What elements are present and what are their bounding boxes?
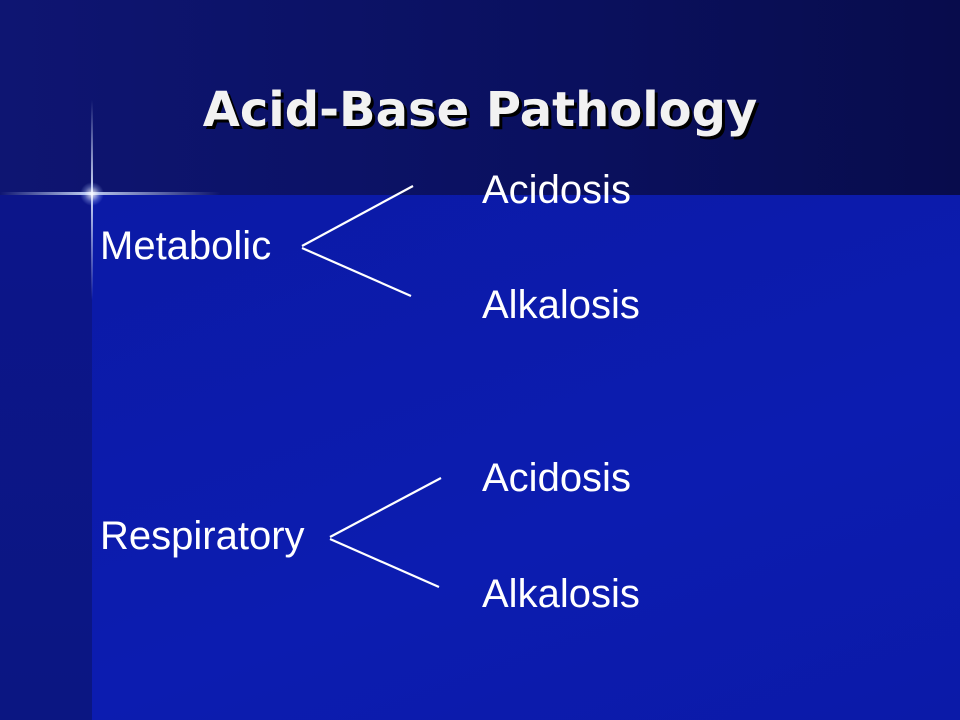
respiratory-alkalosis-label: Alkalosis <box>482 572 640 616</box>
background-left-band <box>0 195 92 720</box>
background-main-panel <box>92 195 960 720</box>
respiratory-acidosis-label: Acidosis <box>482 456 631 500</box>
metabolic-label: Metabolic <box>100 224 272 268</box>
metabolic-acidosis-connector <box>301 185 414 247</box>
respiratory-label: Respiratory <box>100 514 305 558</box>
respiratory-alkalosis-connector <box>329 537 440 589</box>
metabolic-alkalosis-label: Alkalosis <box>482 283 640 327</box>
background-top-band <box>0 0 960 195</box>
star-flare-glow <box>80 182 104 206</box>
star-flare-horizontal <box>0 192 220 195</box>
metabolic-acidosis-label: Acidosis <box>482 168 631 212</box>
metabolic-alkalosis-connector <box>301 246 412 298</box>
slide-title: Acid-Base Pathology <box>202 82 758 138</box>
respiratory-acidosis-connector <box>329 477 442 538</box>
